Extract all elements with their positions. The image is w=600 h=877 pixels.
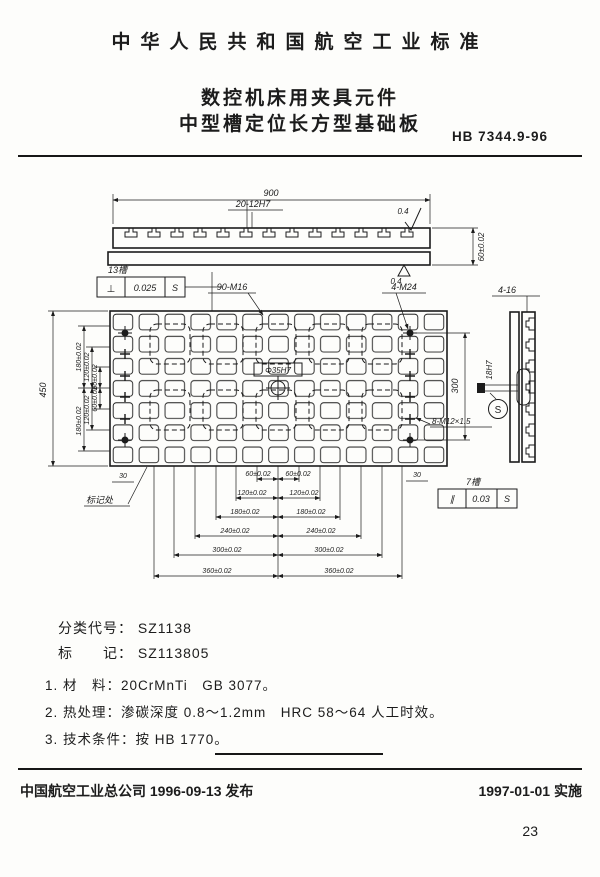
plan-view: Φ35H7 90-M16 4-M24 8-M12×1.5 450 xyxy=(38,282,492,467)
label-90-m16: 90-M16 xyxy=(217,282,248,292)
footer-divider xyxy=(18,768,582,770)
dim-bottom-left-240: 240±0.02 xyxy=(219,528,249,535)
doc-title-line2: 中型槽定位长方型基础板 xyxy=(178,114,421,135)
dim-bottom-left-120: 120±0.02 xyxy=(237,490,266,497)
label-center-hole: Φ35H7 xyxy=(265,366,291,375)
mark-row: 标 记： SZ113805 xyxy=(58,643,209,663)
roughness-symbol-bottom: 0.4 xyxy=(390,263,411,286)
mark-label: 标 记： xyxy=(58,645,133,661)
top-tolerance-frame: 13槽 ⊥ 0.025 S xyxy=(96,265,222,311)
dim-300: 300 xyxy=(450,378,460,393)
label-7-slots: 7槽 xyxy=(466,477,482,487)
dim-bottom-right-120: 120±0.02 xyxy=(289,490,318,497)
datum-s-circle-label: S xyxy=(495,405,502,416)
side-view: 900 20-12H7 0.4 0.4 60±0.02 xyxy=(107,188,486,286)
dim-bottom-left-60: 60±0.02 xyxy=(245,471,270,478)
mark-value: SZ113805 xyxy=(137,645,210,661)
end-view: 4-16 18H7 S xyxy=(477,285,540,463)
footer-effective: 1997-01-01 实施 xyxy=(478,783,582,799)
bottom-dimension-chains: 60±0.02 120±0.02 180±0.02 240±0.02 300±0… xyxy=(84,466,428,579)
class-code-label: 分类代号： xyxy=(58,620,133,636)
dim-bottom-right-180: 180±0.02 xyxy=(296,509,325,516)
dim-left-120-lower: 120±0.02 xyxy=(84,395,91,424)
note-material: 1. 材 料：20CrMnTi GB 3077。 xyxy=(45,678,278,693)
dim-bottom-right-300: 300±0.02 xyxy=(314,547,343,554)
tolerance-value-bottom: 0.03 xyxy=(472,494,490,504)
class-code-row: 分类代号： SZ1138 xyxy=(58,618,192,638)
class-code-value: SZ1138 xyxy=(137,620,192,636)
label-4-16: 4-16 xyxy=(498,285,516,295)
doc-title-line1: 数控机床用夹具元件 xyxy=(200,88,399,109)
m24-corner-holes xyxy=(118,326,417,447)
standard-header: 中华人民共和国航空工业标准 xyxy=(111,32,489,53)
standard-number: HB 7344.9-96 xyxy=(451,129,548,144)
header-divider xyxy=(18,155,582,157)
dim-60-height: 60±0.02 xyxy=(477,232,486,261)
tolerance-value-top: 0.025 xyxy=(134,283,158,293)
dim-bottom-left-180: 180±0.02 xyxy=(230,509,259,516)
roughness-symbol-top: 0.4 xyxy=(397,207,422,231)
dim-30-left: 30 xyxy=(119,473,127,480)
dim-left-60-upper: 60±0.02 xyxy=(92,364,99,389)
dashed-locating-squares xyxy=(149,323,403,431)
tolerance-symbol-perpendicular: ⊥ xyxy=(107,284,116,295)
dim-left-180-upper: 180±0.02 xyxy=(76,342,83,371)
dim-left-120-upper: 120±0.02 xyxy=(84,352,91,381)
notes-end-divider xyxy=(215,753,383,755)
center-hole: Φ35H7 xyxy=(253,362,303,400)
notes-block: 1. 材 料：20CrMnTi GB 3077。 2. 热处理：渗碳深度 0.8… xyxy=(45,672,444,753)
note-heat-treatment: 2. 热处理：渗碳深度 0.8～1.2mm HRC 58～64 人工时效。 xyxy=(45,705,444,720)
roughness-top-value: 0.4 xyxy=(397,207,409,216)
label-8-m12: 8-M12×1.5 xyxy=(432,417,471,426)
m16-hole-marks xyxy=(120,349,415,424)
left-dimension-stack: 180±0.02 120±0.02 60±0.02 180±0.02 120±0… xyxy=(76,325,110,452)
page-number: 23 xyxy=(522,823,538,839)
dim-bottom-left-360: 360±0.02 xyxy=(202,568,231,575)
dim-left-60-lower: 60±0.02 xyxy=(92,386,99,411)
label-13-slots: 13槽 xyxy=(108,265,129,275)
roughness-bottom-value: 0.4 xyxy=(390,277,402,286)
bottom-tolerance-frame: 7槽 ∥ 0.03 S xyxy=(437,477,518,509)
label-4-m24: 4-M24 xyxy=(391,282,417,292)
side-view-tslots xyxy=(124,227,414,238)
dim-bottom-right-360: 360±0.02 xyxy=(324,568,353,575)
note-technical-conditions: 3. 技术条件：按 HB 1770。 xyxy=(45,732,229,747)
dim-bottom-right-240: 240±0.02 xyxy=(305,528,335,535)
tolerance-symbol-parallel: ∥ xyxy=(450,494,456,504)
dim-30-right: 30 xyxy=(413,472,421,479)
tolerance-datum-bottom: S xyxy=(504,494,510,504)
tolerance-datum-top: S xyxy=(172,283,178,293)
dim-450: 450 xyxy=(38,382,48,397)
label-20-12h7: 20-12H7 xyxy=(235,199,272,209)
label-18h7: 18H7 xyxy=(485,360,494,380)
footer-issued: 中国航空工业总公司 1996-09-13 发布 xyxy=(20,783,254,799)
dim-left-180-lower: 180±0.02 xyxy=(76,406,83,435)
label-mark-position: 标记处 xyxy=(86,495,114,505)
dim-bottom-left-300: 300±0.02 xyxy=(212,547,241,554)
dim-900: 900 xyxy=(263,188,278,198)
dim-bottom-right-60: 60±0.02 xyxy=(285,471,310,478)
